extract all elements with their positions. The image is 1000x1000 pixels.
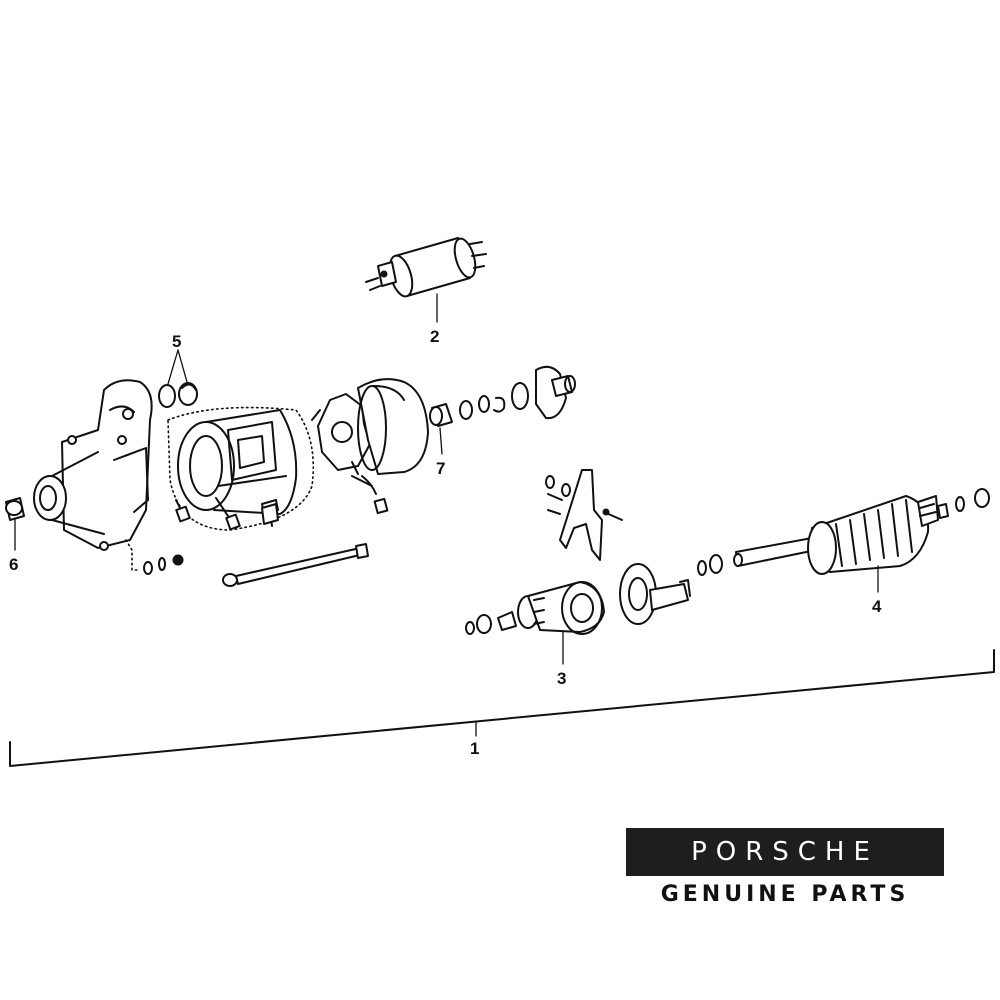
bushing: [5, 497, 25, 521]
callout-1: 1: [470, 739, 479, 758]
porsche-logo: PORSCHE: [626, 828, 944, 876]
armature: [697, 488, 990, 576]
drive-pinion: [465, 581, 605, 635]
callout-3: 3: [557, 669, 566, 688]
callout-4: 4: [872, 597, 882, 616]
assembly-bracket: [9, 649, 995, 767]
through-bolt: [222, 543, 369, 587]
leader-5a: [167, 349, 179, 385]
brand-block: PORSCHE GENUINE PARTS: [626, 828, 944, 907]
plunger-and-washers: [429, 365, 576, 427]
callout-6: 6: [9, 555, 18, 574]
callout-7: 7: [436, 459, 445, 478]
center-bracket: [619, 563, 691, 625]
drive-end-housing: [33, 379, 153, 551]
field-frame: [167, 406, 315, 531]
shift-lever: [545, 469, 623, 561]
brush-cap-parts: [158, 382, 198, 408]
leader-7: [439, 427, 443, 455]
housing-fasteners: [125, 503, 279, 575]
leader-5b: [177, 349, 188, 383]
solenoid: [365, 237, 487, 298]
commutator-end-frame: [357, 378, 429, 475]
callout-5: 5: [172, 332, 181, 351]
callout-2: 2: [430, 327, 439, 346]
brand-tagline: GENUINE PARTS: [660, 882, 910, 907]
